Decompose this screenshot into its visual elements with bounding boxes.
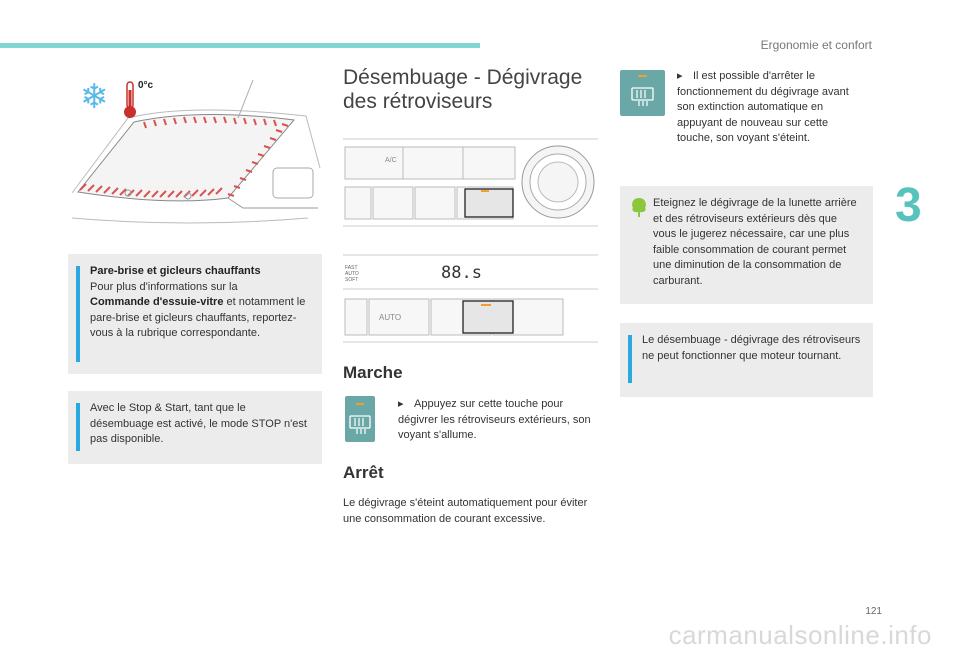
chapter-number: 3 xyxy=(895,179,922,232)
section-title: Ergonomie et confort xyxy=(760,38,872,52)
heated-windshield-note: Pare-brise et gicleurs chauffants Pour p… xyxy=(68,254,322,374)
eco-tip-text: Eteignez le dégivrage de la lunette arri… xyxy=(653,197,857,287)
mirror-defrost-button-icon xyxy=(620,70,665,116)
info-bar-icon xyxy=(76,266,80,362)
windshield-illustration: ❄ 0°c xyxy=(68,78,322,242)
engine-running-note: Le désembuage - dégivrage des rétroviseu… xyxy=(620,323,873,397)
heading-marche: Marche xyxy=(343,363,403,382)
heading-arret: Arrêt xyxy=(343,463,384,482)
auto-mode-label: FAST AUTO SOFT xyxy=(345,265,359,283)
note-text: Pour plus d'informations sur la xyxy=(90,280,238,293)
page-title: Désembuage - Dégivrage des rétroviseurs xyxy=(343,66,583,113)
marche-instruction: ▸Appuyez sur cette touche pour dégivrer … xyxy=(398,398,591,441)
auto-button-label: AUTO xyxy=(379,313,402,322)
watermark: carmanualsonline.info xyxy=(668,620,932,650)
temperature-label: 0°c xyxy=(138,80,154,91)
temperature-display: 88.s xyxy=(441,263,482,283)
eco-tree-icon xyxy=(632,198,646,217)
page-number: 121 xyxy=(865,606,882,617)
thermometer-icon xyxy=(124,81,136,118)
eco-tip-note: Eteignez le dégivrage de la lunette arri… xyxy=(620,186,873,304)
note-link: Commande d'essuie-vitre xyxy=(90,296,224,308)
ac-label: A/C xyxy=(385,157,397,164)
climate-panel-auto: FAST AUTO SOFT 88.s AUTO xyxy=(343,253,598,344)
climate-panel-manual: A/C xyxy=(343,137,598,228)
info-bar-icon xyxy=(76,403,80,451)
arrow-bullet-icon: ▸ xyxy=(398,398,404,410)
note-title: Pare-brise et gicleurs chauffants xyxy=(90,265,261,277)
header-accent-bar xyxy=(0,43,480,48)
stop-instruction: ▸Il est possible d'arrêter le fonctionne… xyxy=(677,70,849,144)
arrow-bullet-icon: ▸ xyxy=(677,70,683,82)
note-text: Avec le Stop & Start, tant que le désemb… xyxy=(90,402,307,445)
note-text: Le désembuage - dégivrage des rétroviseu… xyxy=(642,334,861,362)
mirror-defrost-button-icon xyxy=(345,396,375,442)
stop-start-note: Avec le Stop & Start, tant que le désemb… xyxy=(68,391,322,464)
arret-text: Le dégivrage s'éteint automatiquement po… xyxy=(343,497,588,525)
snowflake-icon: ❄ xyxy=(80,78,109,116)
info-bar-icon xyxy=(628,335,632,383)
note-text-continued: et notamment le pare-brise et gicleurs c… xyxy=(90,296,306,339)
